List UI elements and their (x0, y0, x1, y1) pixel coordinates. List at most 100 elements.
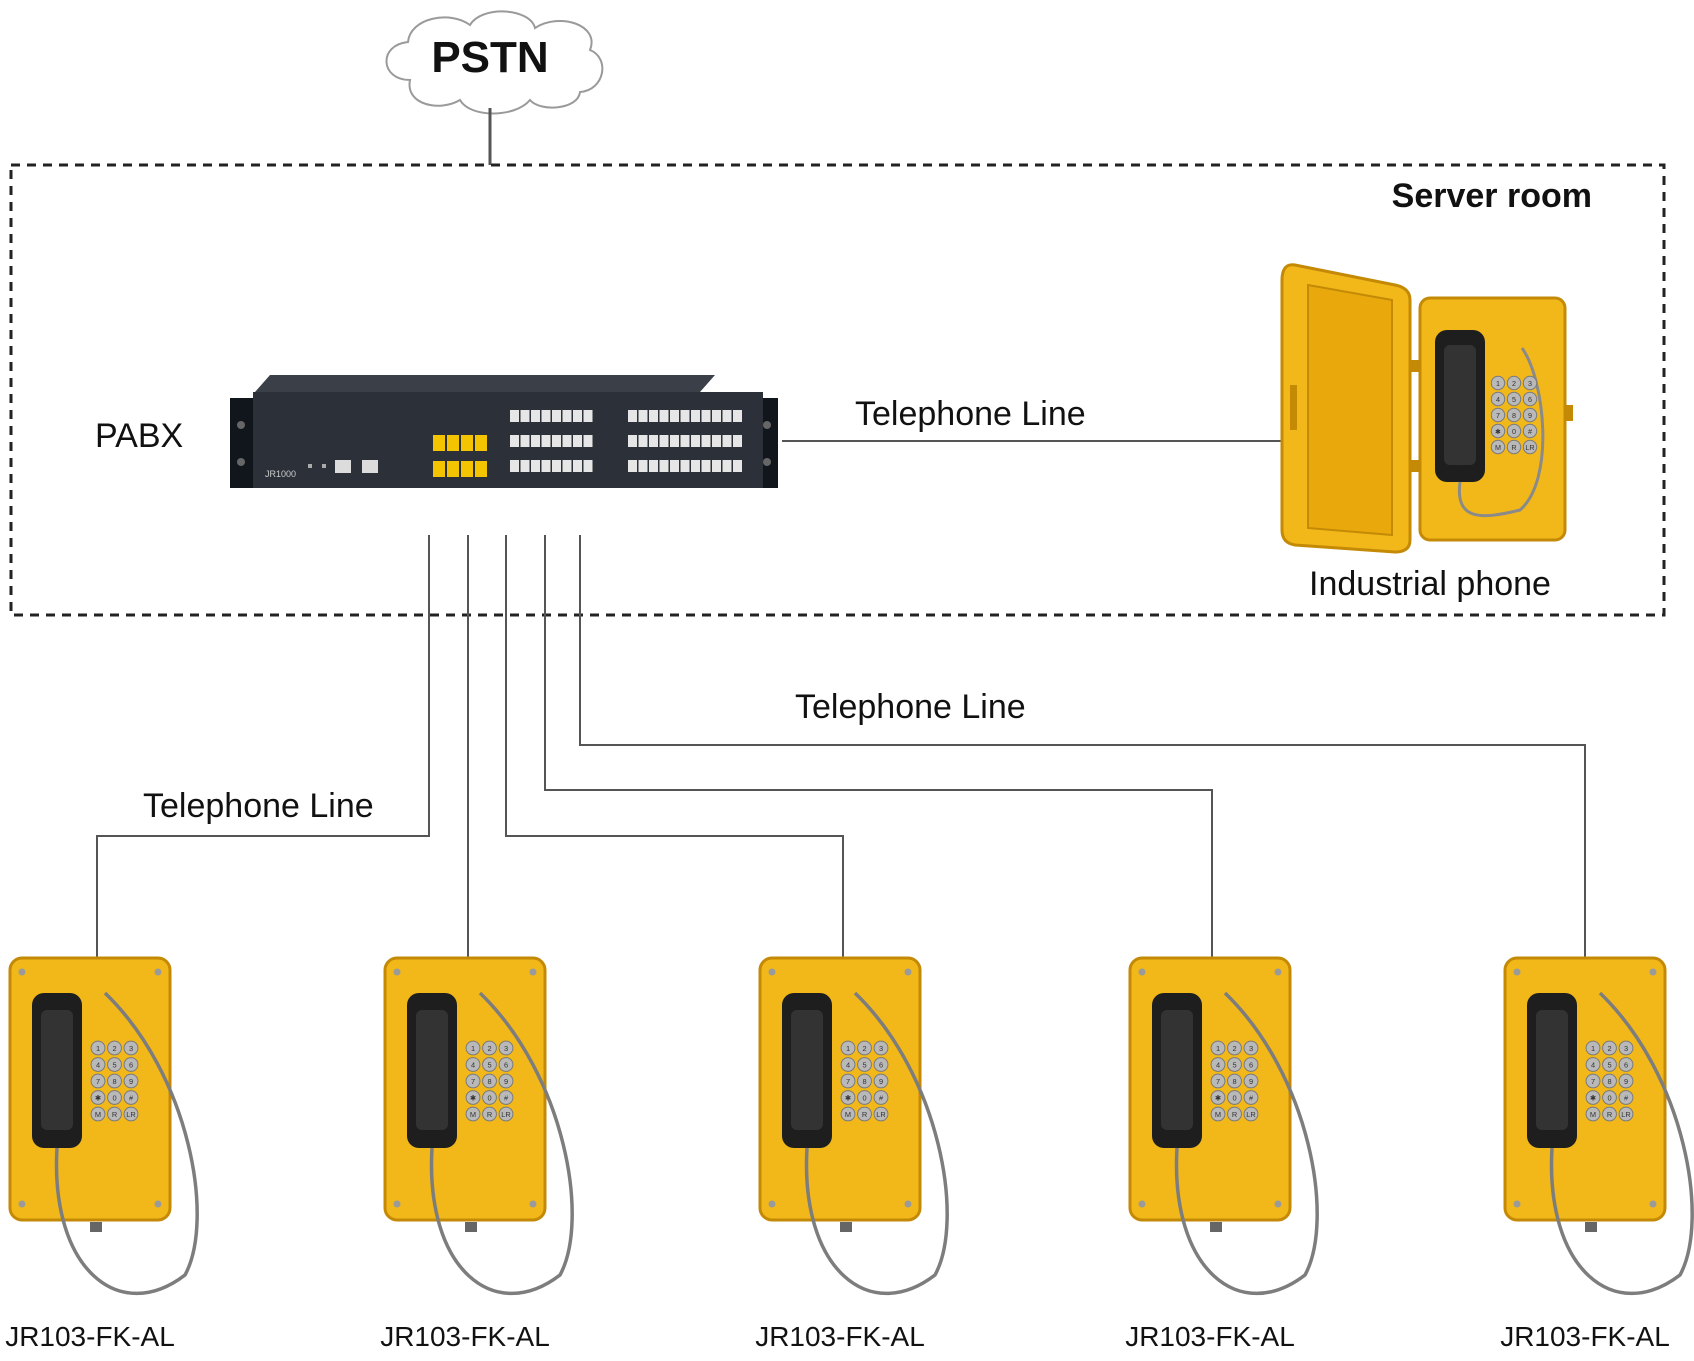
mounting-screw (768, 968, 776, 976)
keypad-key-label: 1 (1216, 1044, 1220, 1053)
armored-cord (1457, 347, 1545, 518)
extension-port (562, 460, 572, 472)
keypad-key (465, 1057, 481, 1072)
cable-gland (465, 1222, 477, 1232)
extension-port (680, 410, 690, 422)
keypad-key-label: 6 (504, 1060, 508, 1069)
keypad-key (498, 1040, 514, 1056)
telephone-line-routes (96, 535, 1586, 958)
extension-port (541, 435, 551, 447)
extension-port (520, 410, 530, 422)
keypad-key-label: M (1590, 1110, 1596, 1119)
extension-port (649, 410, 658, 422)
extension-port (573, 460, 582, 472)
keypad-key-label: 5 (1512, 395, 1516, 404)
phone-model-label: JR103-FK-AL (1125, 1321, 1295, 1352)
mounting-screw (1649, 1200, 1657, 1208)
keypad-key (1522, 375, 1538, 391)
keypad-key (1618, 1040, 1634, 1056)
mounting-screw (768, 1200, 776, 1208)
mounting-screw (529, 968, 537, 976)
keypad-key (1602, 1090, 1617, 1105)
keypad-key (1210, 1106, 1226, 1122)
extension-port (638, 460, 648, 472)
telephone-line (579, 535, 1586, 958)
keypad-key-label: 8 (1232, 1077, 1236, 1086)
keypad-key-label: 4 (1496, 395, 1500, 404)
keypad-key (1506, 407, 1522, 423)
keypad-key-label: R (1511, 443, 1516, 452)
keypad-key-label: 2 (1232, 1044, 1236, 1053)
trunk-port (447, 461, 459, 477)
keypad-key-label: 0 (112, 1093, 116, 1102)
mounting-screw (904, 1200, 912, 1208)
keypad-key-label: R (1607, 1110, 1612, 1119)
keypad-key-label: M (1495, 443, 1501, 452)
extension-port (552, 410, 561, 422)
keypad-key (1243, 1073, 1259, 1089)
keypad-key (90, 1040, 106, 1056)
keypad-key-label: 8 (1607, 1077, 1611, 1086)
extension-port (680, 460, 690, 472)
extension-port (510, 435, 519, 447)
keypad-key (1522, 423, 1538, 439)
handset-grip (41, 1010, 73, 1130)
keypad-key (482, 1073, 497, 1089)
keypad-key-label: ✱ (1495, 427, 1501, 436)
keypad-key-label: LR (876, 1110, 885, 1119)
keypad-key (857, 1073, 872, 1089)
keypad-key-label: 0 (862, 1093, 866, 1102)
keypad-key (1602, 1040, 1617, 1056)
extension-port (531, 435, 540, 447)
extension-port (583, 410, 593, 422)
keypad-key (1227, 1090, 1242, 1105)
keypad-key (1522, 439, 1538, 455)
pstn-label: PSTN (431, 33, 548, 82)
keypad-key-label: 7 (1216, 1077, 1220, 1086)
keypad-key-label: 1 (1591, 1044, 1595, 1053)
keypad-key (107, 1057, 122, 1072)
extension-port (701, 410, 711, 422)
keypad-key (1522, 407, 1538, 423)
extension-port (541, 460, 551, 472)
keypad-key-label: R (112, 1110, 117, 1119)
keypad-key-label: ✱ (845, 1093, 851, 1102)
keypad-key (1243, 1106, 1259, 1122)
extension-port (531, 410, 540, 422)
trunk-port (461, 435, 473, 451)
extension-port (573, 435, 582, 447)
keypad-key (1243, 1090, 1259, 1105)
mounting-screw (393, 1200, 401, 1208)
extension-port (638, 435, 648, 447)
keypad-key (1506, 391, 1522, 407)
extension-port (659, 410, 669, 422)
keypad-key (857, 1040, 872, 1056)
keypad-key (1506, 375, 1522, 391)
keypad-key-label: 7 (846, 1077, 850, 1086)
armored-cord (429, 991, 574, 1295)
keypad-key (1490, 391, 1506, 407)
keypad-key (1490, 423, 1506, 439)
keypad-key (90, 1090, 106, 1105)
keypad-key-label: ✱ (95, 1093, 101, 1102)
keypad-key-label: 5 (1607, 1060, 1611, 1069)
telephone-line (544, 535, 1213, 958)
handset-grip (1536, 1010, 1568, 1130)
extension-port (541, 410, 551, 422)
keypad-key (840, 1073, 856, 1089)
keypad-key (90, 1106, 106, 1122)
keypad-key-label: 3 (129, 1044, 133, 1053)
server-telephone-line-label: Telephone Line (855, 395, 1086, 433)
keypad-key (873, 1057, 889, 1072)
keypad-key-label: R (1232, 1110, 1237, 1119)
keypad-key (90, 1057, 106, 1072)
extension-port (573, 410, 582, 422)
keypad-key (482, 1106, 497, 1122)
keypad-key-label: 5 (862, 1060, 866, 1069)
keypad-key (857, 1057, 872, 1072)
extension-port (722, 435, 732, 447)
mounting-screw (1274, 1200, 1282, 1208)
